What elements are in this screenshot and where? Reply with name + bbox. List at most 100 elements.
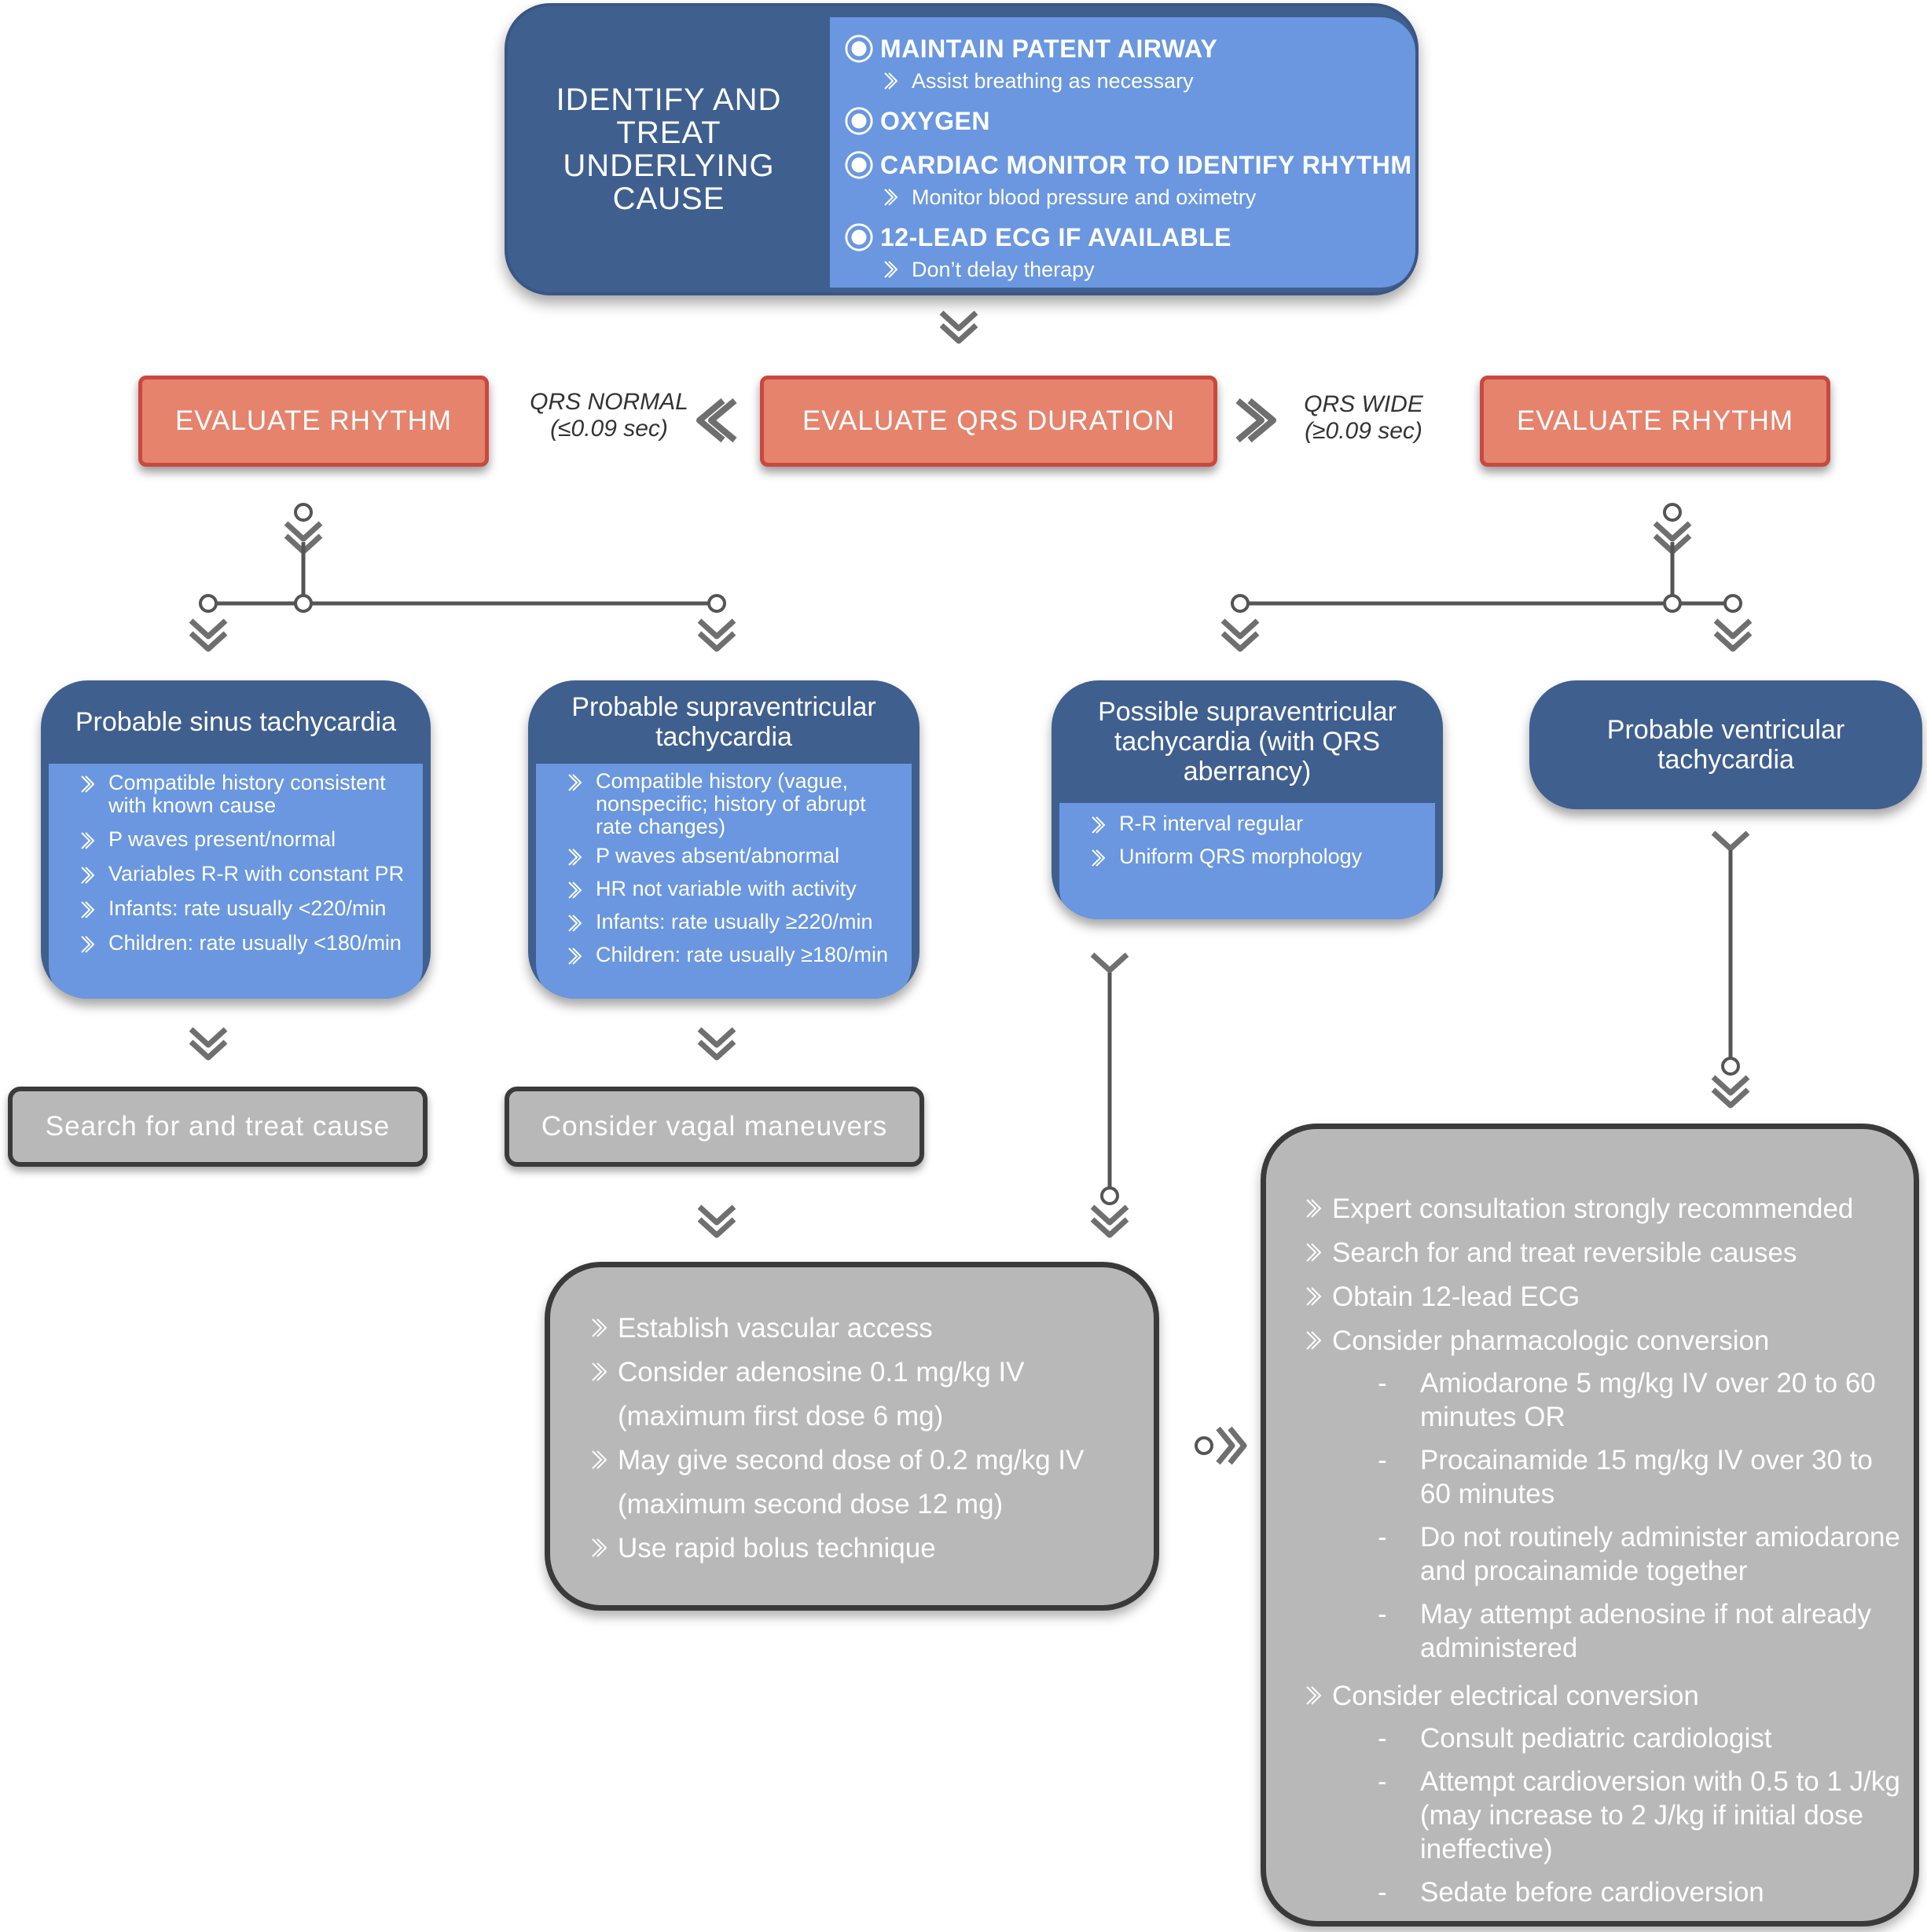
chevron-right-icon [81,867,95,884]
chevron-right-icon [568,915,582,932]
chevron-right-icon [81,775,95,793]
evaluate-qrs-duration: EVALUATE QRS DURATION [760,376,1217,467]
step-cardiac-monitor-detail: Monitor blood pressure and oximetry [844,182,1415,212]
list-item: Consider adenosine 0.1 mg/kg IV [588,1351,1138,1395]
svt-aberrancy-criteria-list: R-R interval regular Uniform QRS morphol… [1059,803,1435,919]
svt-criteria-list: Compatible history (vague, nonspecific; … [536,764,912,999]
list-item: Compatible history consistent with known… [77,772,413,817]
list-item: Use rapid bolus technique [588,1527,1138,1571]
list-item: HR not variable with activity [564,878,902,901]
chevron-right-icon [568,849,582,866]
vagal-maneuvers-box: Consider vagal maneuvers [505,1087,924,1167]
chevron-right-icon [1306,1243,1322,1262]
initial-management-box: IDENTIFY AND TREAT UNDERLYING CAUSE MAIN… [505,3,1419,295]
list-item-continuation: (maximum first dose 6 mg) [618,1401,944,1432]
sub-list-item: -Consult pediatric cardiologist [1378,1723,1772,1754]
step-airway: MAINTAIN PATENT AIRWAY [844,31,1415,66]
aberrancy-connector [1092,955,1127,1235]
sinus-title: Probable sinus tachycardia [75,707,397,737]
chevron-right-icon [568,948,582,965]
search-treat-cause-box: Search for and treat cause [8,1087,428,1167]
chevron-right-icon [1092,816,1106,834]
identify-treat-cause: IDENTIFY AND TREAT UNDERLYING CAUSE [556,82,782,216]
list-item: Uniform QRS morphology [1088,845,1426,869]
down-arrow-icon [941,313,976,341]
chevron-right-icon [1092,849,1106,867]
evaluate-rhythm-left: EVALUATE RHYTHM [138,376,489,467]
list-item: May give second dose of 0.2 mg/kg IV [588,1439,1138,1483]
chevron-right-icon [81,832,95,849]
list-item: P waves present/normal [77,828,413,852]
svt-aberrancy-title: Possible supraventricular tachycardia (w… [1098,697,1397,786]
left-arrow-icon [696,398,737,443]
list-item: R-R interval regular [1088,812,1426,836]
sub-list-item: -Sedate before cardioversion [1378,1877,1764,1908]
sub-list-item: -May attempt adenosine if not already ad… [1378,1599,1871,1663]
list-item: Compatible history (vague, nonspecific; … [564,770,902,838]
radio-bullet-icon [845,151,873,179]
chevron-right-icon [568,774,582,791]
chevron-right-icon [884,72,898,90]
chevron-right-icon [568,882,582,899]
vt-box: Probable ventricular tachycardia [1529,680,1922,809]
vt-title: Probable ventricular tachycardia [1606,715,1845,775]
list-item: Children: rate usually ≥180/min [564,944,902,967]
list-item-continuation: (maximum second dose 12 mg) [618,1489,1004,1520]
chevron-right-icon [1306,1287,1322,1306]
sub-list-item: -Procainamide 15 mg/kg IV over 30 to 60 … [1378,1445,1873,1509]
right-arrow-icon [1195,1426,1247,1465]
list-item: Search for and treat reversible causes [1302,1231,1903,1275]
list-item: Consider pharmacologic conversion [1302,1319,1903,1363]
chevron-right-icon [592,1538,607,1557]
evaluate-rhythm-right: EVALUATE RHYTHM [1480,376,1830,467]
list-item: P waves absent/abnormal [564,845,902,868]
chevron-right-icon [592,1450,607,1469]
initial-steps-list: MAINTAIN PATENT AIRWAY Assist breathing … [830,17,1415,288]
sinus-tachycardia-box: Probable sinus tachycardia Compatible hi… [41,680,431,999]
sub-list-item: -Amiodarone 5 mg/kg IV over 20 to 60 min… [1378,1368,1876,1432]
list-item: Infants: rate usually ≥220/min [564,911,902,934]
vt-treatment-box: Expert consultation strongly recommended… [1261,1124,1919,1927]
chevron-right-icon [81,936,95,953]
sinus-criteria-list: Compatible history consistent with known… [49,764,423,999]
step-12-lead-ecg-detail: Don’t delay therapy [844,255,1415,284]
right-arrow-icon [1235,398,1276,443]
electrical-subitems: -Consult pediatric cardiologist -Attempt… [1302,1721,1903,1909]
left-branch-connector [191,503,734,649]
svt-treatment-box: Establish vascular access Consider adeno… [545,1262,1159,1611]
list-item: Children: rate usually <180/min [77,932,413,955]
step-12-lead-ecg: 12-LEAD ECG IF AVAILABLE [844,220,1415,255]
svt-aberrancy-box: Possible supraventricular tachycardia (w… [1052,680,1443,919]
qrs-normal-label: QRS NORMAL (≤0.09 sec) [530,389,688,442]
list-item: Expert consultation strongly recommended [1302,1187,1903,1231]
step-oxygen: OXYGEN [844,104,1415,138]
radio-bullet-icon [845,223,873,251]
radio-bullet-icon [845,35,873,63]
list-item: Obtain 12-lead ECG [1302,1275,1903,1319]
list-item: Consider electrical conversion [1302,1674,1903,1718]
right-branch-connector [1223,503,1750,649]
chevron-right-icon [592,1362,607,1381]
radio-bullet-icon [845,107,873,135]
down-arrow-icon [699,1207,734,1235]
step-cardiac-monitor: CARDIAC MONITOR TO IDENTIFY RHYTHM [844,148,1415,182]
vt-connector [1713,833,1748,1105]
chevron-right-icon [1306,1199,1322,1218]
svt-title: Probable supraventricular tachycardia [571,692,876,752]
chevron-right-icon [1306,1331,1322,1350]
chevron-right-icon [81,901,95,918]
chevron-right-icon [884,189,898,206]
chevron-right-icon [884,261,898,278]
sub-list-item: -Do not routinely administer amiodarone … [1378,1522,1900,1586]
pharmacologic-subitems: -Amiodarone 5 mg/kg IV over 20 to 60 min… [1302,1366,1903,1665]
chevron-right-icon [1306,1686,1322,1705]
svt-box: Probable supraventricular tachycardia Co… [528,680,919,999]
sub-list-item: -Attempt cardioversion with 0.5 to 1 J/k… [1378,1766,1900,1864]
list-item: Establish vascular access [588,1307,1138,1351]
list-item: Infants: rate usually <220/min [77,897,413,921]
chevron-right-icon [592,1318,607,1337]
down-arrow-icon [191,1029,226,1058]
list-item: Variables R-R with constant PR [77,863,413,886]
down-arrow-icon [699,1029,734,1058]
